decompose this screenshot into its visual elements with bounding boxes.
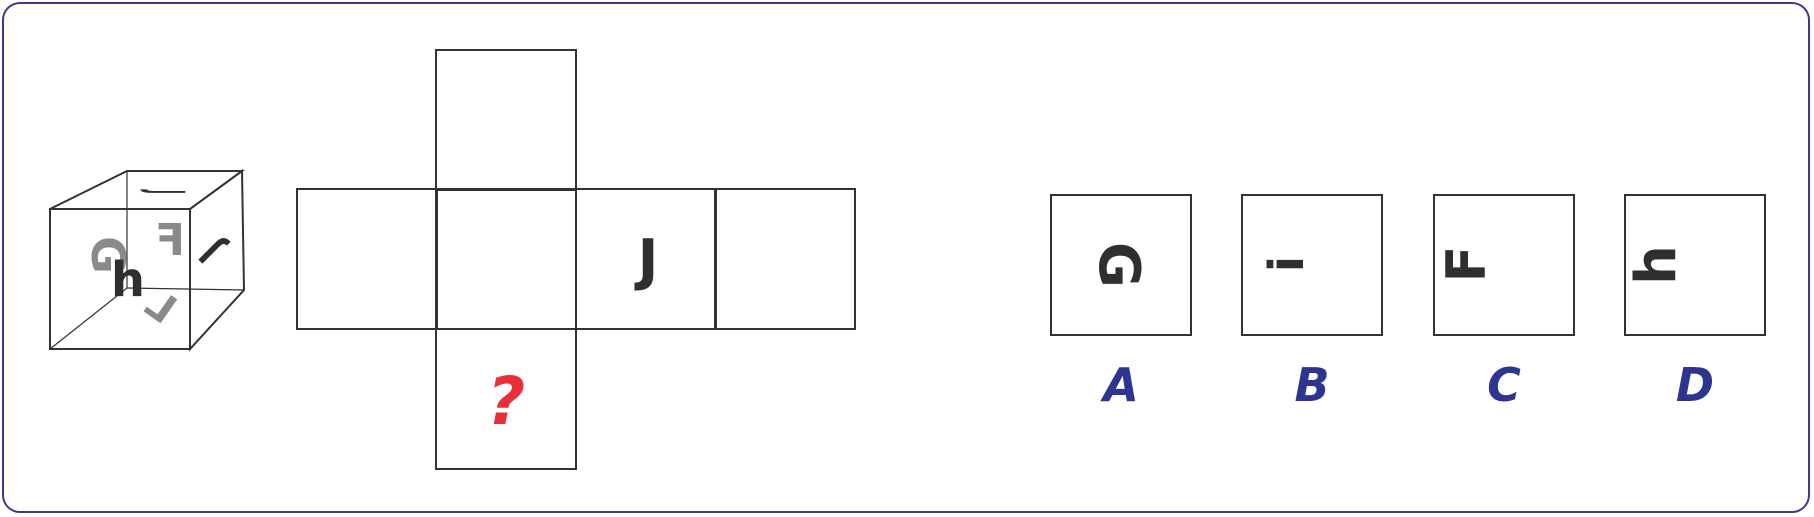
net-cell-center xyxy=(435,188,577,330)
option-d-box[interactable] xyxy=(1624,194,1766,336)
cube-figure xyxy=(49,169,246,352)
cube-inner-letter: h xyxy=(111,252,145,308)
option-c-glyph: F xyxy=(1435,246,1498,283)
option-d-label[interactable]: D xyxy=(1676,358,1714,412)
options xyxy=(1050,194,1766,336)
cube-right-letter: F xyxy=(155,215,185,266)
option-c-box[interactable] xyxy=(1433,194,1575,336)
cube-net xyxy=(296,49,856,470)
cube-top-letter: J xyxy=(138,189,193,194)
net-cell-top xyxy=(435,49,577,191)
question-mark: ? xyxy=(487,363,525,440)
option-a-glyph: G xyxy=(1086,242,1151,288)
option-a-label[interactable]: A xyxy=(1100,358,1139,412)
net-cell-right-2 xyxy=(714,188,856,330)
net-cell-bottom xyxy=(435,328,577,470)
option-d-glyph: h xyxy=(1624,245,1689,285)
option-c-label[interactable]: C xyxy=(1487,358,1521,412)
cube-side-letter: J xyxy=(192,231,232,271)
option-b-box[interactable] xyxy=(1241,194,1383,336)
cube-front-letter: G xyxy=(81,236,135,274)
option-a-box[interactable] xyxy=(1050,194,1192,336)
option-b-glyph: i xyxy=(1259,256,1315,272)
net-cell-left xyxy=(296,188,438,330)
option-b-label[interactable]: B xyxy=(1294,358,1329,412)
net-letter-j: J xyxy=(634,228,659,293)
